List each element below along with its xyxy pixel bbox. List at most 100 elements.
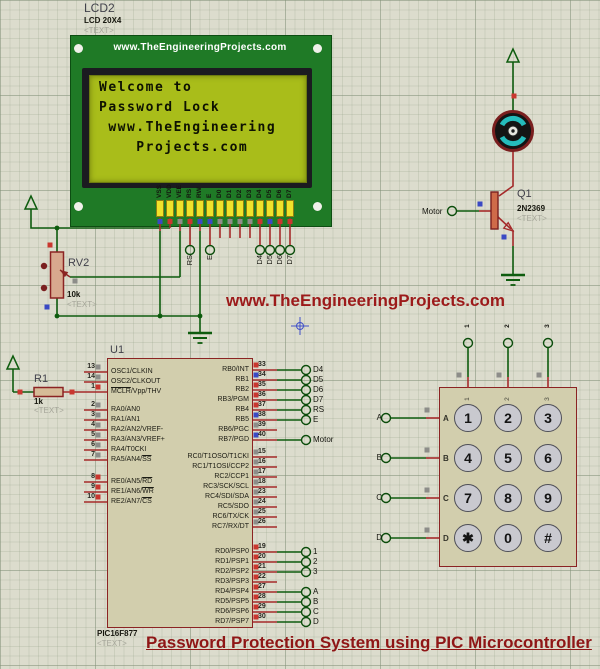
transistor-q1[interactable] (490, 191, 515, 233)
lcd-screw-icon (313, 44, 322, 53)
pin-name-RB0/INT: RB0/INT (222, 366, 249, 373)
keypad-key-2[interactable]: 2 (494, 404, 522, 432)
pin-number-16: 16 (258, 458, 266, 465)
keypad-row-terminal-label-D: D (376, 533, 382, 542)
rv2-ref-label: RV2 (68, 257, 90, 269)
node-marker (47, 242, 53, 248)
keypad-col-label-2: 2 (504, 397, 511, 401)
pin-name-RC5/SDO: RC5/SDO (217, 503, 249, 510)
keypad-col-terminal-label-1: 1 (464, 324, 471, 328)
terminal-label-D4: D4 (313, 365, 324, 374)
pin-number-13: 13 (87, 363, 95, 370)
terminal-label-D5: D5 (313, 375, 324, 384)
potentiometer-rv2[interactable] (40, 251, 71, 299)
pin-name-RC7/RX/DT: RC7/RX/DT (212, 523, 249, 530)
terminal-label-2: 2 (313, 557, 318, 566)
pin-number-17: 17 (258, 468, 266, 475)
node-marker (536, 372, 542, 378)
terminal-label-D5: D5 (265, 255, 274, 265)
keypad-key-9[interactable]: 9 (534, 484, 562, 512)
pin-number-4: 4 (91, 421, 95, 428)
terminal-label-B: B (313, 597, 319, 606)
lcd-line-2: Password Lock (99, 100, 221, 115)
pin-name-RB1: RB1 (235, 376, 249, 383)
lcd-text-placeholder: <TEXT> (84, 26, 114, 35)
pin-name-RD5/PSP5: RD5/PSP5 (215, 598, 249, 605)
terminal-label-D4: D4 (255, 255, 264, 265)
lcd-pin-label-VEE: VEE (176, 184, 183, 198)
lcd-pin-E (206, 200, 214, 217)
keypad-row-label-A: A (443, 414, 449, 423)
pin-number-19: 19 (258, 543, 266, 550)
keypad-key-6[interactable]: 6 (534, 444, 562, 472)
terminal-circle (300, 566, 312, 578)
terminal-circle (300, 586, 312, 598)
pin-name-MCLR/Vpp/THV: MCLR/Vpp/THV (111, 388, 162, 395)
pin-number-3: 3 (91, 411, 95, 418)
pin-name-RC1/T1OSI/CCP2: RC1/T1OSI/CCP2 (192, 463, 249, 470)
watermark-text: www.TheEngineeringProjects.com (226, 291, 505, 310)
node-marker (69, 389, 75, 395)
lcd-screw-icon (74, 44, 83, 53)
pin-name-RD4/PSP4: RD4/PSP4 (215, 588, 249, 595)
pin-name-RC4/SDI/SDA: RC4/SDI/SDA (205, 493, 249, 500)
lcd-pin-VEE (176, 200, 184, 217)
keypad-key-5[interactable]: 5 (494, 444, 522, 472)
keypad-row-label-B: B (443, 454, 449, 463)
pin-number-20: 20 (258, 553, 266, 560)
pin-number-27: 27 (258, 583, 266, 590)
keypad-key-#[interactable]: # (534, 524, 562, 552)
keypad-row-terminal-label-C: C (376, 493, 382, 502)
lcd-pin-label-D4: D4 (256, 189, 263, 198)
node-marker (95, 402, 101, 408)
lcd-pin-label-RS: RS (186, 188, 193, 198)
lcd-screen (89, 75, 307, 183)
terminal-label-D7: D7 (285, 255, 294, 265)
keypad-key-1[interactable]: 1 (454, 404, 482, 432)
pin-name-RB5: RB5 (235, 416, 249, 423)
node-marker (424, 447, 430, 453)
keypad-row-label-D: D (443, 534, 449, 543)
terminal-circle (300, 556, 312, 568)
lcd-pin-label-D6: D6 (276, 189, 283, 198)
node-marker (72, 278, 78, 284)
node-marker (17, 389, 23, 395)
keypad-col-label-3: 3 (544, 397, 551, 401)
pin-name-RC2/CCP1: RC2/CCP1 (214, 473, 249, 480)
node-marker (95, 452, 101, 458)
pin-number-28: 28 (258, 593, 266, 600)
node-marker (95, 412, 101, 418)
lcd-pin-D5 (266, 200, 274, 217)
keypad-key-4[interactable]: 4 (454, 444, 482, 472)
lcd-pin-label-D7: D7 (286, 189, 293, 198)
q1-text-placeholder: <TEXT> (517, 214, 547, 223)
pin-name-RD0/PSP0: RD0/PSP0 (215, 548, 249, 555)
lcd-pin-label-RW: RW (196, 187, 203, 198)
lcd-pin-VSS (156, 200, 164, 217)
keypad-row-terminal-label-A: A (376, 413, 382, 422)
terminal-circle (300, 374, 312, 386)
lcd-pin-label-E: E (206, 193, 213, 198)
keypad-key-✱[interactable]: ✱ (454, 524, 482, 552)
resistor-r1[interactable] (33, 386, 64, 398)
pic16f877-chip[interactable] (107, 358, 253, 628)
pin-name-RA1/AN1: RA1/AN1 (111, 416, 141, 423)
keypad-key-8[interactable]: 8 (494, 484, 522, 512)
pin-number-38: 38 (258, 411, 266, 418)
terminal-circle (300, 414, 312, 426)
node-marker (424, 487, 430, 493)
pin-number-5: 5 (91, 431, 95, 438)
pin-name-RD6/PSP6: RD6/PSP6 (215, 608, 249, 615)
pin-number-9: 9 (91, 483, 95, 490)
node-marker (95, 374, 101, 380)
pin-name-RA2/AN2/VREF-: RA2/AN2/VREF- (111, 426, 164, 433)
pin-name-RE1/AN6/WR: RE1/AN6/WR (111, 488, 154, 495)
terminal-label-3: 3 (313, 567, 318, 576)
motor-icon[interactable] (492, 110, 534, 152)
pin-name-RC3/SCK/SCL: RC3/SCK/SCL (203, 483, 249, 490)
keypad-key-7[interactable]: 7 (454, 484, 482, 512)
keypad-key-0[interactable]: 0 (494, 524, 522, 552)
keypad-key-3[interactable]: 3 (534, 404, 562, 432)
node-marker (95, 474, 101, 480)
terminal-circle (300, 616, 312, 628)
